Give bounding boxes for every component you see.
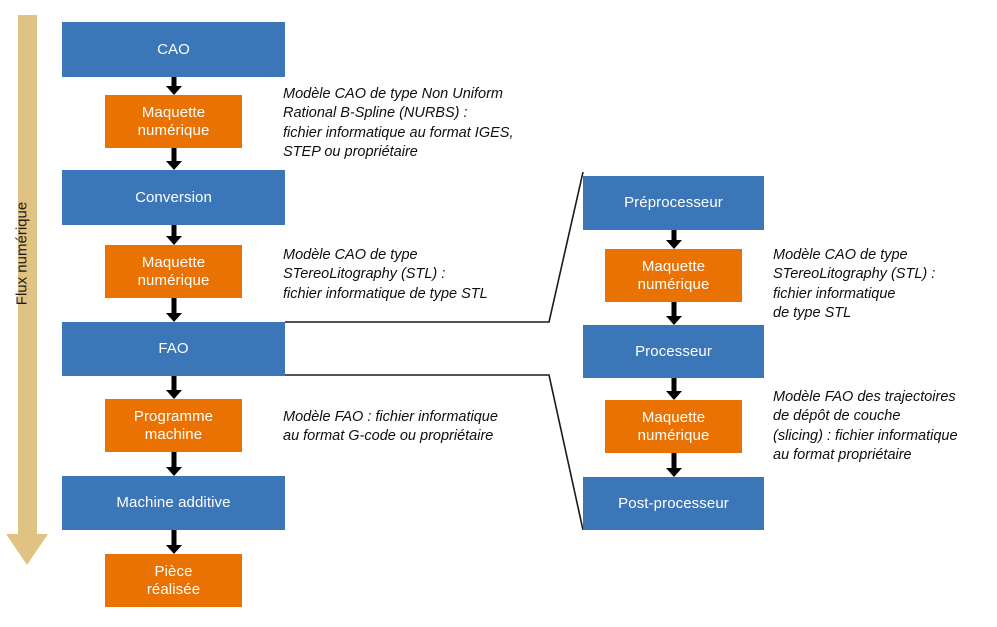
node-cao-label: CAO xyxy=(157,40,190,58)
node-maquette-4-label: Maquette numérique xyxy=(637,408,710,444)
node-programme-machine-label: Programme machine xyxy=(133,407,214,443)
arrow-maquette3-to-processeur xyxy=(665,302,682,325)
node-conversion-label: Conversion xyxy=(135,188,212,206)
node-maquette-1[interactable]: Maquette numérique xyxy=(105,95,242,148)
arrow-programme-to-machine xyxy=(165,452,182,476)
arrow-machine-to-piece xyxy=(165,530,182,554)
annotation-slicing: Modèle FAO des trajectoires de dépôt de … xyxy=(773,389,958,463)
node-maquette-3[interactable]: Maquette numérique xyxy=(605,249,742,302)
node-machine-additive[interactable]: Machine additive xyxy=(62,476,285,530)
arrow-fao-to-programme xyxy=(165,376,182,399)
node-processeur-label: Processeur xyxy=(635,342,712,360)
node-maquette-2-label: Maquette numérique xyxy=(137,253,210,289)
node-conversion[interactable]: Conversion xyxy=(62,170,285,225)
flux-numerique-label: Flux numérique xyxy=(13,201,31,306)
annotation-stl-left: Modèle CAO de type STereoLitography (STL… xyxy=(283,247,488,302)
arrow-cao-to-maquette1 xyxy=(165,77,182,95)
node-piece-realisee-label: Pièce réalisée xyxy=(146,562,201,598)
node-machine-additive-label: Machine additive xyxy=(116,494,231,512)
node-fao[interactable]: FAO xyxy=(62,322,285,376)
node-processeur[interactable]: Processeur xyxy=(583,325,764,378)
arrow-maquette4-to-postprocesseur xyxy=(665,453,682,477)
node-programme-machine[interactable]: Programme machine xyxy=(105,399,242,452)
node-cao[interactable]: CAO xyxy=(62,22,285,77)
arrow-preprocesseur-to-maquette3 xyxy=(665,230,682,249)
annotation-nurbs: Modèle CAO de type Non Uniform Rational … xyxy=(283,86,514,160)
node-maquette-4[interactable]: Maquette numérique xyxy=(605,400,742,453)
node-preprocesseur-label: Préprocesseur xyxy=(624,194,723,212)
node-preprocesseur[interactable]: Préprocesseur xyxy=(583,176,764,230)
flux-arrow-head xyxy=(6,534,48,565)
arrow-conversion-to-maquette2 xyxy=(165,225,182,245)
node-maquette-1-label: Maquette numérique xyxy=(137,103,210,139)
node-maquette-3-label: Maquette numérique xyxy=(637,257,710,293)
flux-numerique-arrow: Flux numérique xyxy=(0,0,60,600)
arrow-maquette2-to-fao xyxy=(165,298,182,322)
node-post-processeur[interactable]: Post-processeur xyxy=(583,477,764,530)
annotation-gcode: Modèle FAO : fichier informatique au for… xyxy=(283,409,498,445)
node-maquette-2[interactable]: Maquette numérique xyxy=(105,245,242,298)
arrow-maquette1-to-conversion xyxy=(165,148,182,170)
node-post-processeur-label: Post-processeur xyxy=(618,494,729,512)
arrow-processeur-to-maquette4 xyxy=(665,378,682,400)
node-piece-realisee[interactable]: Pièce réalisée xyxy=(105,554,242,607)
flux-arrow-shaft xyxy=(18,15,37,540)
annotation-stl-right: Modèle CAO de type STereoLitography (STL… xyxy=(773,247,936,321)
node-fao-label: FAO xyxy=(158,340,189,358)
